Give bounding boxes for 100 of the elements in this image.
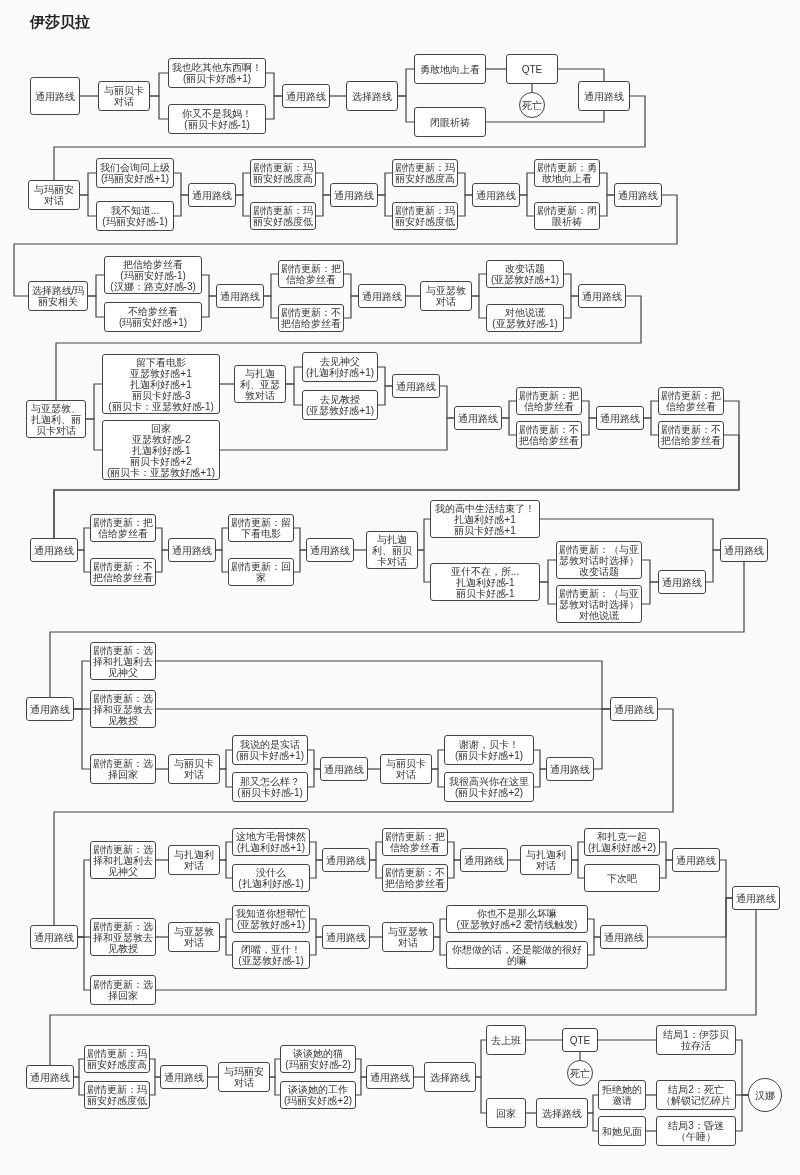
process-box: 留下看电影 亚瑟敦好感+1 扎迦利好感+1 丽贝卡好感-3 (丽贝卡：亚瑟敦好感-1)	[102, 354, 220, 414]
process-box: 通用路线	[546, 757, 594, 781]
connector-line	[265, 95, 283, 120]
process-box: 结局2：死亡（解锁记忆碎片	[656, 1080, 736, 1110]
connector-line	[73, 1076, 85, 1096]
connector-line	[343, 295, 359, 319]
process-box: 勇敢地向上看	[414, 54, 486, 84]
connector-line	[329, 95, 347, 97]
process-box: 你也不是那么坏嘛 (亚瑟敦好感+2 爱情线触发)	[446, 905, 588, 933]
process-box: 闭眼祈祷	[414, 107, 486, 137]
process-box: 通用路线	[282, 84, 330, 108]
process-box: 剧情更新：玛丽安好感度高	[392, 159, 458, 187]
connector-line	[49, 561, 745, 698]
connector-line	[645, 1130, 657, 1132]
connector-line	[735, 1094, 749, 1132]
connector-line	[355, 1076, 367, 1096]
process-box: 通用路线	[596, 406, 644, 430]
process-box: 拒绝她的邀请	[598, 1080, 646, 1110]
process-box: 与玛丽安对话	[218, 1062, 270, 1092]
connector-line	[309, 859, 323, 879]
connector-line	[519, 194, 535, 217]
process-box: 没什么 (扎迦利好感-1)	[232, 864, 310, 892]
process-box: 通用路线	[392, 374, 440, 398]
process-box: 去见神父 (扎迦利好感+1)	[302, 352, 378, 382]
connector-line	[471, 295, 487, 319]
process-box: 去上班	[486, 1025, 526, 1055]
connector-line	[77, 936, 91, 991]
process-box: QTE	[506, 54, 558, 84]
process-box: 我不知道... (玛丽安好感-1)	[96, 201, 174, 231]
process-box: 谢谢，贝卡！ (丽贝卡好感+1)	[444, 735, 534, 765]
process-box: 通用路线	[720, 538, 768, 562]
process-box: 通用路线	[188, 183, 236, 207]
process-box: 通用路线	[330, 183, 378, 207]
process-box: 与扎迦利对话	[520, 845, 572, 875]
connector-line	[599, 194, 615, 217]
process-box: 剧情更新：把信给萝丝看	[382, 828, 448, 856]
connector-line	[207, 1076, 219, 1078]
process-box: 那又怎么样？ (丽贝卡好感-1)	[232, 772, 308, 802]
process-box: 剧情更新：玛丽安好感度低	[84, 1081, 150, 1109]
process-box: 剧情更新：回家	[228, 558, 294, 586]
process-box: 这地方毛骨悚然 (扎迦利好感+1)	[232, 828, 310, 856]
process-box: 改变话题 (亚瑟敦好感+1)	[486, 260, 564, 288]
connector-line	[507, 859, 521, 861]
process-box: 结局3：昏迷（午睡）	[656, 1116, 736, 1146]
connector-line	[369, 859, 383, 879]
process-box: 通用路线	[168, 538, 216, 562]
connector-line	[201, 295, 217, 318]
process-box: 剧情更新：选择和扎迦利去见神父	[90, 841, 156, 879]
process-box: 剧情更新：选择和亚瑟敦去见教授	[90, 918, 156, 956]
process-box: 回家 亚瑟敦好感-2 扎迦利好感-1 丽贝卡好感+2 (丽贝卡：亚瑟敦好感+1)	[102, 420, 220, 480]
process-box: 通用路线	[26, 1065, 74, 1089]
process-box: 与扎迦利、亚瑟敦对话	[234, 365, 286, 403]
connector-line	[309, 936, 323, 956]
connector-line	[377, 194, 393, 217]
connector-line	[587, 936, 601, 956]
process-box: 通用路线	[26, 697, 74, 721]
process-box: 把信给萝丝看 (玛丽安好感-1) (汉娜：路克好感-3)	[104, 256, 202, 294]
connector-line	[263, 295, 279, 319]
process-box: 选择路线	[346, 81, 398, 111]
process-box: 剧情更新：不把信给萝丝看	[382, 864, 448, 892]
connector-line	[79, 194, 97, 217]
process-box: 剧情更新：闭眼祈祷	[534, 202, 600, 230]
connector-line	[367, 768, 381, 770]
process-box: 对他说谎 (亚瑟敦好感-1)	[486, 304, 564, 332]
process-box: 回家	[486, 1098, 526, 1128]
process-box: 我的高中生活结束了！ 扎迦利好感+1 丽贝卡好感+1	[430, 500, 540, 538]
process-box: 剧情更新：选择和亚瑟敦去见教授	[90, 690, 156, 728]
connector-line	[593, 708, 611, 770]
connector-line	[405, 295, 421, 297]
connector-line	[397, 95, 415, 123]
connector-line	[587, 1112, 599, 1132]
process-box: 通用路线	[30, 538, 78, 562]
connector-line	[149, 95, 169, 120]
process-box: 剧情更新：勇敢地向上看	[534, 159, 600, 187]
process-box: 剧情更新：玛丽安好感度低	[250, 202, 316, 230]
connector-line	[155, 549, 169, 573]
process-box: 通用路线	[614, 183, 662, 207]
connector-line	[219, 417, 455, 451]
connector-line	[219, 768, 233, 788]
connector-line	[53, 434, 740, 539]
connector-line	[293, 549, 307, 573]
connector-line	[597, 1039, 657, 1041]
connector-line	[219, 859, 233, 879]
process-box: 我知道你想帮忙 (亚瑟敦好感+1)	[232, 905, 310, 933]
process-box: 选择路线/玛丽安相关	[28, 281, 88, 311]
connector-line	[285, 383, 303, 406]
connector-line	[173, 194, 189, 217]
connector-line	[457, 194, 473, 217]
process-box: 谈谈她的工作 (玛丽安好感+2)	[280, 1081, 356, 1109]
process-box: 与扎迦利对话	[168, 845, 220, 875]
process-box: 通用路线	[658, 570, 706, 594]
connector-line	[49, 909, 757, 1066]
process-box: 结局1：伊莎贝拉存活	[656, 1025, 736, 1055]
connector-line	[149, 1076, 161, 1096]
process-box: 我说的是实话 (丽贝卡好感+1)	[232, 735, 308, 765]
process-box: 剧情更新：不把信给萝丝看	[516, 421, 582, 449]
process-box: 剧情更新：选择回家	[90, 754, 156, 784]
process-box: 剧情更新：把信给萝丝看	[658, 387, 724, 415]
process-box: 通用路线	[322, 925, 370, 949]
process-box: 通用路线	[322, 848, 370, 872]
